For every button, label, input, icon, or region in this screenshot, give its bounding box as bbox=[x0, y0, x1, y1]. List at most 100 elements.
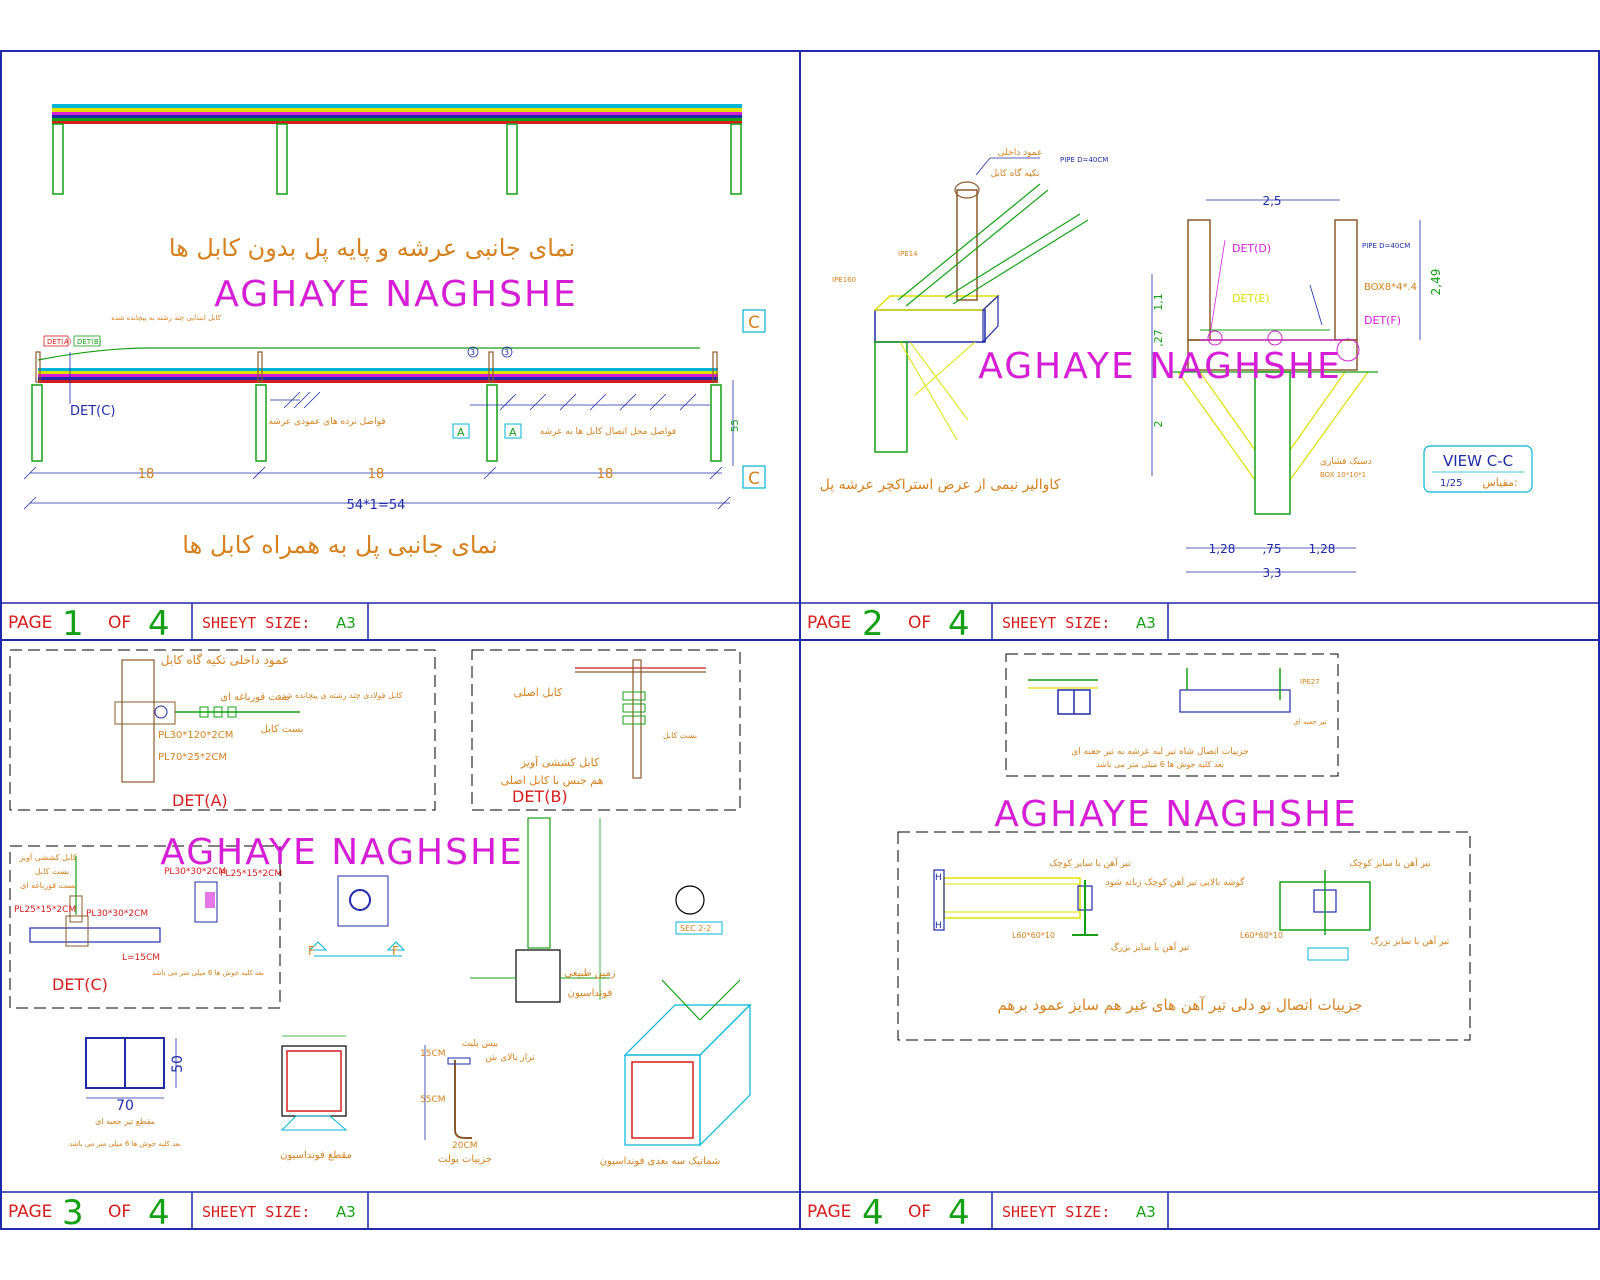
base-plate-detail bbox=[308, 875, 406, 957]
det-b-label: DET(B) bbox=[512, 787, 568, 806]
connection-detail-frame bbox=[897, 831, 1471, 1041]
top-note-3: PIPE D=40CM bbox=[1060, 156, 1108, 164]
det-b-frame bbox=[471, 649, 741, 811]
dim-18-c: 18 bbox=[597, 467, 614, 482]
pipe-label: PIPE D=40CM bbox=[1362, 242, 1410, 250]
section-note-2: بعد کلیه جوش ها 6 میلی متر می باشد bbox=[69, 1140, 181, 1148]
det-c-pl2: PL25*15*2CM bbox=[220, 869, 282, 879]
dim-18-a: 18 bbox=[138, 467, 155, 482]
bolt-caption: جزییات بولت bbox=[438, 1154, 492, 1165]
dim-18-b: 18 bbox=[368, 467, 385, 482]
dim-75: ,75 bbox=[1262, 542, 1281, 556]
note-cable: کابل ابتدایی چند رشته به پیچانده شده bbox=[111, 314, 221, 322]
det-a-note-2: کابل فولادی چند رشته ی پیچانده شده bbox=[277, 691, 402, 700]
box-label: BOX8*4*.4 bbox=[1364, 282, 1417, 293]
det-a-label: DET(A) bbox=[172, 791, 228, 810]
det-c-frame bbox=[9, 845, 281, 1009]
top-note-2: تکیه گاه کابل bbox=[991, 167, 1040, 179]
total-pages: 4 bbox=[148, 1193, 170, 1233]
dim-2-49: 2,49 bbox=[1429, 269, 1443, 296]
tag-f-right: F bbox=[392, 944, 399, 958]
found-caption: مقطع فونداسیون bbox=[280, 1150, 352, 1161]
page-number: 1 bbox=[62, 604, 84, 644]
sheet-size-value: A3 bbox=[1136, 614, 1156, 632]
det-a-note-1: بست قورباغه ای bbox=[220, 692, 290, 703]
dim-55: 55 bbox=[730, 419, 741, 432]
tag-h-top: H bbox=[935, 873, 942, 883]
det-a-pl2: PL70*25*2CM bbox=[158, 752, 227, 763]
page-word: PAGE bbox=[807, 1202, 851, 1222]
dim-total: 54*1=54 bbox=[347, 498, 406, 513]
ground-note: زمین طبیعی bbox=[564, 968, 615, 979]
iso-caption: شماتیک سه بعدی فونداسیون bbox=[600, 1156, 721, 1167]
page-number: 3 bbox=[62, 1193, 84, 1233]
title-block-page-1: PAGE 1 OF 4 SHEEYT SIZE: A3 bbox=[8, 604, 356, 644]
box-beam-section bbox=[85, 1037, 177, 1099]
deck-top-view bbox=[52, 104, 742, 195]
det-c-label: DET(C) bbox=[70, 404, 115, 419]
sheet-size-label: SHEEYT SIZE: bbox=[202, 614, 310, 632]
det-a-pl1: PL30*120*2CM bbox=[158, 730, 233, 741]
section-a-markers: A A bbox=[452, 423, 522, 439]
det-c-note-2: بست کابل bbox=[35, 867, 69, 876]
of-word: OF bbox=[908, 1202, 931, 1222]
bolt-detail bbox=[424, 1045, 472, 1140]
section-c-markers bbox=[742, 309, 766, 489]
title-block-page-3: PAGE 3 OF 4 SHEEYT SIZE: A3 bbox=[8, 1193, 356, 1233]
det-a-drawing bbox=[114, 659, 300, 783]
bolt-note-1: بیس پلیت bbox=[462, 1039, 499, 1049]
angle-label-left: L60*60*10 bbox=[1012, 931, 1055, 940]
dim-1-1: 1,1 bbox=[1152, 293, 1165, 311]
box-small-label: BOX 10*10*1 bbox=[1320, 471, 1366, 479]
panel-1-side-elevation: نمای جانبی عرشه و پایه پل بدون کابل ها A… bbox=[23, 104, 766, 559]
det-a-title: عمود داخلی تکیه گاه کابل bbox=[161, 653, 289, 668]
det-b-note-4: هم جنس با کابل اصلی bbox=[501, 774, 604, 787]
scale-value: 1/25 bbox=[1440, 478, 1462, 489]
deck-with-cables bbox=[31, 347, 722, 462]
det-d: DET(D) bbox=[1232, 242, 1271, 255]
sheet-size-label: SHEEYT SIZE: bbox=[1002, 1203, 1110, 1221]
watermark: AGHAYE NAGHSHE bbox=[214, 274, 578, 315]
tag-3-b: 3 bbox=[504, 348, 509, 357]
panel-3-details: عمود داخلی تکیه گاه کابل بست قورباغه ای … bbox=[9, 649, 752, 1167]
det-b-note-1: کابل اصلی bbox=[514, 686, 563, 699]
sheet-size-label: SHEEYT SIZE: bbox=[202, 1203, 310, 1221]
section-c-bottom: C bbox=[748, 469, 760, 489]
det-b-note-2: بست کابل bbox=[663, 731, 697, 740]
det-f: DET(F) bbox=[1364, 314, 1401, 327]
sheet-size-value: A3 bbox=[1136, 1203, 1156, 1221]
angle-label-right: L60*60*10 bbox=[1240, 931, 1283, 940]
of-word: OF bbox=[908, 613, 931, 633]
page-number: 2 bbox=[862, 604, 884, 644]
panel-2-cross-section: عمود داخلی PIPE D=40CM تکیه گاه کابل IPE… bbox=[820, 148, 1533, 580]
note-small-beam-left: تیر آهن با سایز کوچک bbox=[1049, 857, 1131, 869]
connection-right bbox=[1279, 870, 1371, 961]
tag-f-left: F bbox=[308, 944, 315, 958]
tag-3-a: 3 bbox=[470, 348, 475, 357]
section-c-top: C bbox=[748, 313, 760, 333]
note-spacing-cables: فواصل محل اتصال کابل ها به عرشه bbox=[540, 427, 676, 437]
column-detail bbox=[470, 817, 723, 1003]
view-title: VIEW C-C bbox=[1443, 452, 1513, 470]
dim-50: 50 bbox=[170, 1055, 186, 1073]
note-corner: گوشه بالایی تیر آهن کوچک زبانه شود bbox=[1106, 876, 1246, 888]
of-word: OF bbox=[108, 1202, 131, 1222]
total-pages: 4 bbox=[148, 604, 170, 644]
page-word: PAGE bbox=[807, 613, 851, 633]
det-a-frame bbox=[9, 649, 436, 811]
foundation-section bbox=[280, 1035, 348, 1131]
iso-foundation bbox=[623, 979, 752, 1147]
det-c-pl1: PL30*30*2CM bbox=[164, 867, 226, 877]
det-c-note-1: کابل کششی آویز bbox=[18, 852, 76, 862]
det-a-tag: DET(A) bbox=[47, 338, 72, 346]
det-b-tag: DET(B) bbox=[77, 338, 102, 346]
ipe-label-cav-1: IPE14 bbox=[898, 250, 918, 258]
tag-3-markers bbox=[467, 346, 513, 358]
bracing-label: دستک فشاری bbox=[1320, 457, 1372, 467]
note-large-beam-right: تیر آهن با سایز بزرگ bbox=[1371, 935, 1450, 947]
dim-2: 2 bbox=[1152, 421, 1165, 428]
section-note-1: مقطع تیر جعبه ای bbox=[95, 1117, 155, 1126]
dim-2-5: 2,5 bbox=[1262, 194, 1281, 208]
page-word: PAGE bbox=[8, 613, 52, 633]
dim-70: 70 bbox=[116, 1098, 134, 1114]
